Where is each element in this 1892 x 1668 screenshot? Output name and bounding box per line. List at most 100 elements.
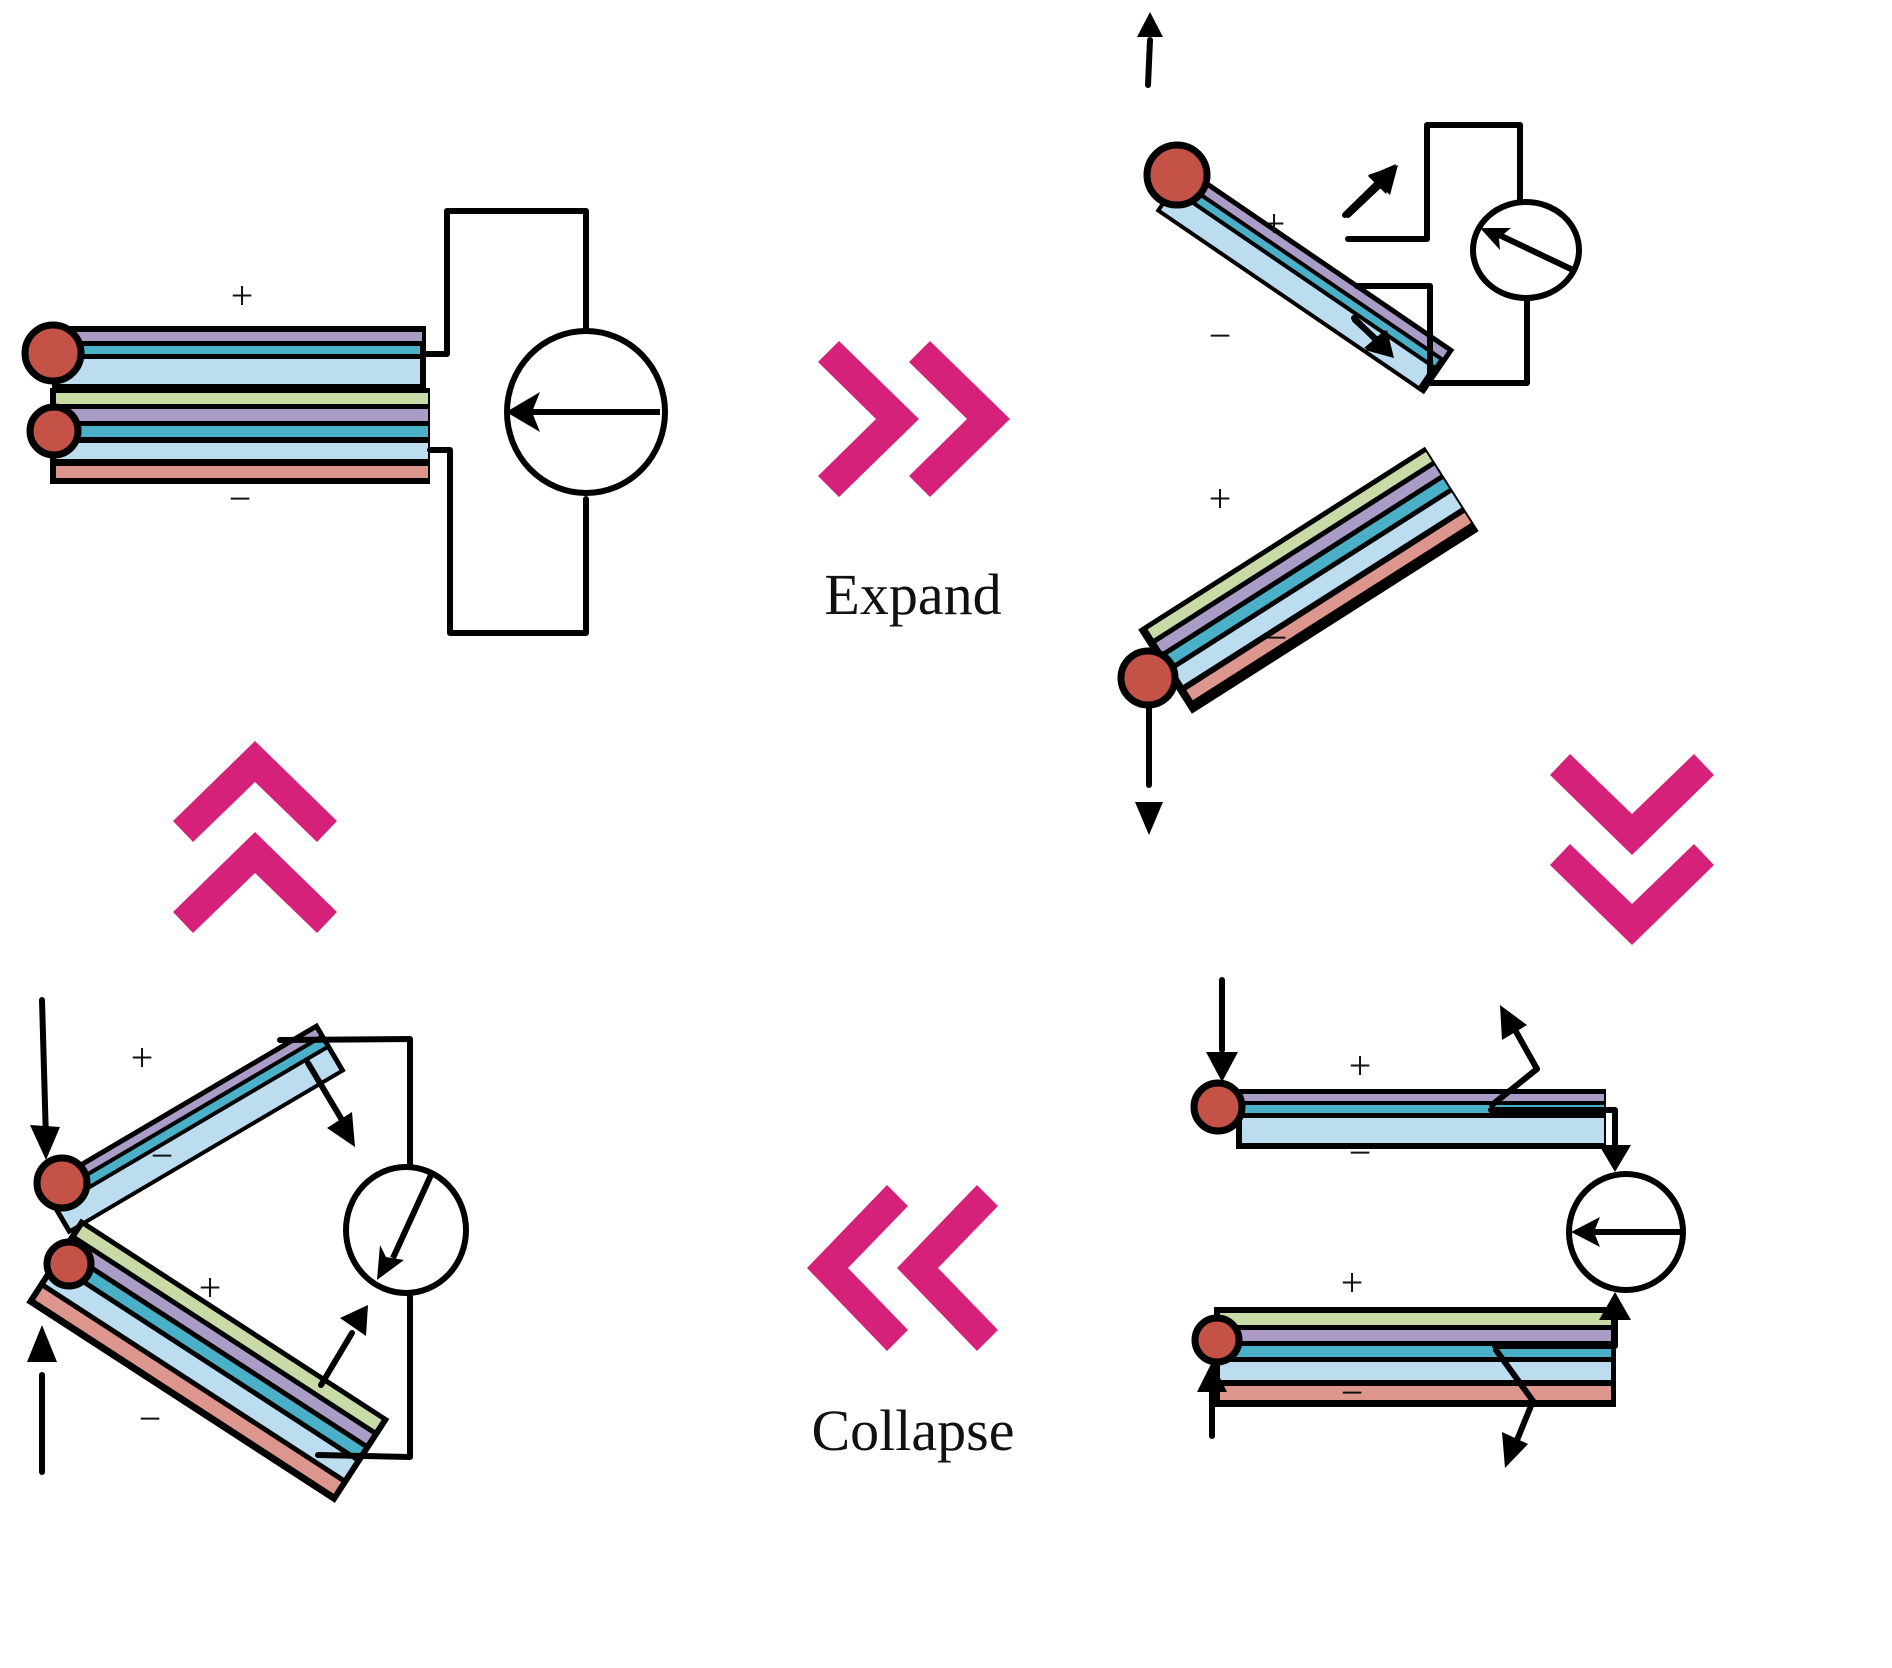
layer-lightblue (45, 1267, 355, 1478)
layer-lightblue (58, 1049, 340, 1229)
needle-arrow-icon (377, 1245, 404, 1280)
chevron-up-icon (173, 832, 337, 933)
meter-needle (1493, 230, 1575, 273)
minus-sign: − (1209, 313, 1232, 358)
layer-teal (1220, 1346, 1611, 1357)
layer-teal (1242, 1105, 1604, 1113)
transition-up (173, 741, 337, 933)
lower-plate (1138, 446, 1479, 714)
layer-salmon (56, 466, 428, 478)
arrow-down-icon (1599, 1145, 1631, 1172)
layer-green (56, 393, 428, 404)
minus-sign: − (1349, 1130, 1372, 1175)
chevron-left-icon (897, 1185, 998, 1351)
plus-sign: + (231, 273, 254, 318)
layer-lightblue (1242, 1118, 1604, 1143)
layer-purple (46, 1029, 320, 1195)
layer-teal (56, 426, 428, 437)
arrow-down-icon (1206, 1052, 1238, 1082)
needle-arrow-icon (506, 392, 540, 432)
layer-purple (56, 409, 428, 421)
layer-salmon (35, 1288, 342, 1494)
arrow-down-icon (1135, 802, 1163, 835)
wire-top (277, 1036, 413, 1168)
layer-lightblue (1220, 1362, 1611, 1380)
panel-collapsing: + − + − (26, 997, 469, 1503)
hinge-joint (1143, 141, 1211, 209)
layer-lightblue (58, 359, 420, 384)
minus-sign: − (1341, 1370, 1364, 1415)
meter (1566, 1171, 1686, 1293)
wire-top (1345, 122, 1523, 242)
expand-label: Expand (824, 562, 1001, 627)
chevron-down-icon (1550, 754, 1714, 855)
wire-bottom (427, 447, 589, 636)
minus-sign: − (229, 476, 252, 521)
meter (343, 1164, 469, 1296)
panel-flat: + − + − (1190, 977, 1686, 1468)
wire-top (423, 208, 589, 357)
wire-top (1488, 1107, 1618, 1163)
lower-plate (1214, 1307, 1616, 1407)
motion-arrow (1493, 1347, 1536, 1448)
plus-sign: + (1341, 1260, 1364, 1305)
layer-purple (1156, 465, 1441, 653)
arrow-up-icon (1500, 1005, 1527, 1040)
hinge-joint (33, 1154, 91, 1212)
layer-green (1147, 452, 1432, 639)
lower-plate (26, 1218, 390, 1503)
chevron-left-icon (807, 1185, 908, 1351)
minus-sign: − (139, 1396, 162, 1441)
transition-expand: Expand (818, 341, 1010, 627)
motion-arrow (1489, 1025, 1540, 1108)
layer-teal (1164, 479, 1450, 666)
layer-lightblue (1173, 492, 1462, 686)
hinge-joint (43, 1238, 95, 1290)
transition-collapse: Collapse (807, 1185, 1014, 1463)
layer-green (76, 1226, 382, 1430)
arrow-up-icon (1137, 12, 1163, 37)
meter (504, 328, 668, 496)
arrow-down-right-icon (1364, 330, 1393, 357)
arrow-up-icon (27, 1325, 57, 1362)
layer-purple (58, 332, 422, 341)
arrow-down-icon (30, 1125, 60, 1160)
collapse-label: Collapse (812, 1398, 1015, 1463)
plus-sign: + (1209, 476, 1232, 521)
arrow-up-right-icon (340, 1305, 368, 1336)
panel-closed: + − (21, 208, 668, 636)
layer-green (1220, 1313, 1611, 1325)
transition-down (1550, 754, 1714, 945)
upper-plate (52, 326, 426, 388)
layer-lightblue (1161, 191, 1432, 386)
arrow-down-right-icon (327, 1112, 355, 1147)
chevron-right-icon (818, 341, 919, 497)
layer-teal (1175, 182, 1440, 366)
motion-arrow (39, 997, 49, 1143)
needle-arrow-icon (1571, 1217, 1600, 1247)
layer-salmon (1220, 1386, 1611, 1400)
minus-sign: − (151, 1133, 174, 1178)
meter (1470, 199, 1582, 301)
wire-bottom (315, 1294, 413, 1460)
arrow-up-right-icon (1368, 164, 1396, 194)
layer-purple (1181, 172, 1448, 358)
chevron-down-icon (1550, 844, 1714, 945)
arrow-up-icon (1197, 1362, 1227, 1392)
upper-plate (1155, 166, 1455, 395)
layer-teal (52, 1039, 326, 1205)
motion-arrow (1145, 37, 1153, 88)
hinge-joint (1117, 647, 1179, 709)
motion-arrow (318, 1330, 355, 1388)
layer-purple (67, 1240, 373, 1444)
chevron-up-icon (173, 741, 337, 842)
hinge-joint (1191, 1314, 1243, 1366)
upper-plate (1236, 1089, 1606, 1149)
layer-purple (1220, 1330, 1611, 1341)
motion-arrow (305, 1060, 348, 1128)
layer-teal (58, 346, 420, 354)
arrow-up-icon (1599, 1292, 1631, 1320)
layer-teal (59, 1253, 364, 1457)
layer-lightblue (56, 443, 428, 459)
plus-sign: + (1263, 201, 1286, 246)
